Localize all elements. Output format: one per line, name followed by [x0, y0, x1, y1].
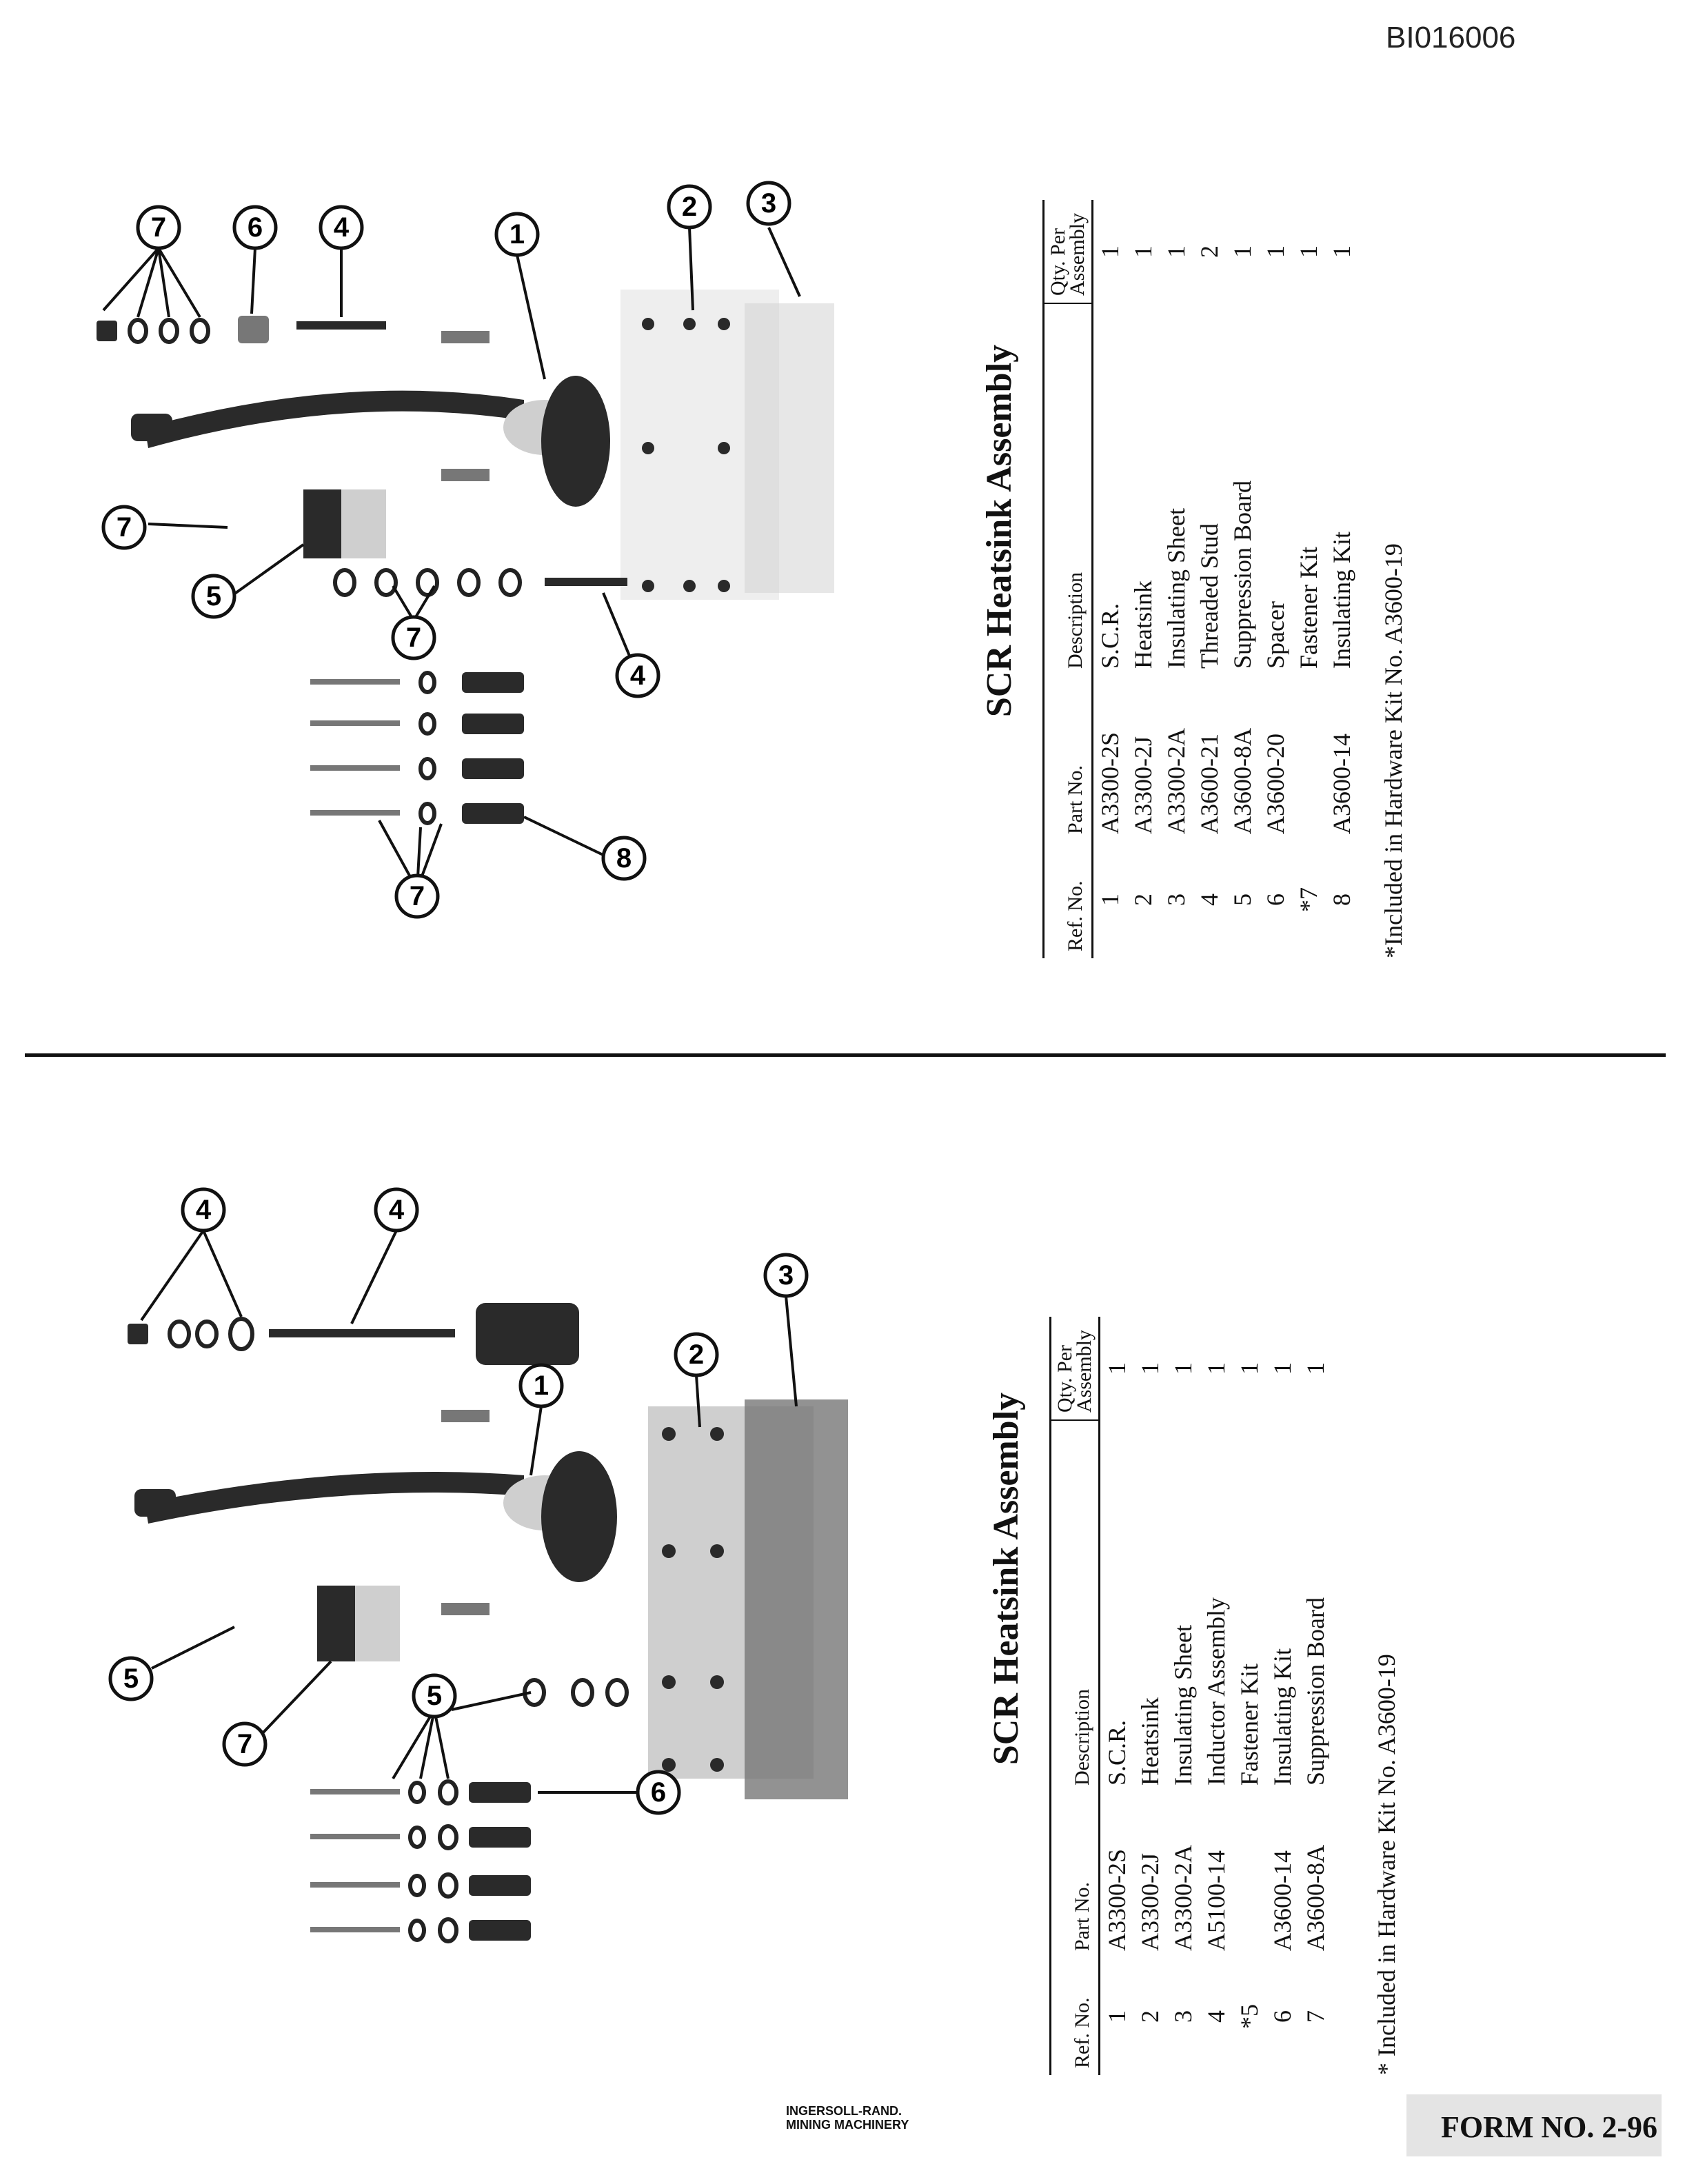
top-header-desc: Description: [1043, 303, 1093, 676]
bottom-header-desc: Description: [1050, 1420, 1100, 1792]
top-title: SCR Heatsink Assembly: [980, 344, 1019, 718]
svg-text:7: 7: [117, 512, 132, 543]
top-insulating-sheet: [745, 303, 834, 593]
svg-text:7: 7: [406, 623, 421, 653]
bottom-screws: [310, 1779, 531, 1943]
bottom-callout-5b: 5: [412, 1673, 457, 1719]
bottom-insulating-sheet: [745, 1399, 848, 1799]
top-screws: [310, 671, 524, 825]
bottom-callout-2: 2: [674, 1332, 719, 1377]
bottom-callout-5a: 5: [108, 1656, 154, 1701]
svg-text:3: 3: [761, 188, 776, 219]
svg-text:7: 7: [237, 1729, 252, 1759]
top-spacer: [238, 316, 269, 343]
bottom-parts-table: Ref. No. Part No. Description Qty. Per A…: [1049, 1317, 1332, 2075]
svg-text:8: 8: [616, 843, 632, 873]
bottom-callout-4a: 4: [181, 1187, 226, 1233]
top-callout-4a: 4: [319, 205, 364, 250]
top-suppression-board: [303, 489, 386, 558]
svg-text:7: 7: [151, 212, 166, 243]
top-callout-1: 1: [494, 212, 540, 257]
top-callout-6: 6: [232, 205, 278, 250]
bottom-parts-panel: SCR Heatsink Assembly Ref. No. Part No. …: [986, 1082, 1413, 2075]
top-exploded-diagram: 7 6 4 1 2 3 7 5 7 4 7 8: [97, 181, 834, 919]
top-threaded-stud: [296, 321, 386, 330]
bottom-callout-7: 7: [222, 1721, 268, 1767]
top-callout-7b: 7: [101, 505, 147, 550]
svg-text:4: 4: [389, 1195, 405, 1225]
svg-text:6: 6: [248, 212, 263, 243]
bottom-header-qty: Qty. Per Assembly: [1050, 1317, 1100, 1420]
bottom-callout-4b: 4: [374, 1187, 419, 1233]
bottom-suppression-board: [317, 1586, 400, 1661]
document-id: BI016006: [1386, 21, 1516, 54]
top-header-ref: Ref. No.: [1043, 841, 1093, 958]
bottom-callout-6: 6: [636, 1770, 681, 1815]
svg-text:4: 4: [630, 660, 646, 691]
svg-text:1: 1: [534, 1371, 549, 1401]
bottom-callout-3: 3: [763, 1253, 809, 1298]
bottom-header-ref: Ref. No.: [1050, 1958, 1100, 2075]
form-number: FORM NO. 2-96: [1441, 2110, 1658, 2144]
svg-text:5: 5: [427, 1681, 442, 1711]
top-callout-8: 8: [601, 836, 647, 881]
svg-text:7: 7: [410, 881, 425, 911]
svg-text:2: 2: [689, 1339, 704, 1370]
top-header-part: Part No.: [1043, 676, 1093, 841]
top-callout-3: 3: [746, 181, 791, 226]
top-callout-2: 2: [667, 184, 712, 230]
logo-line1: INGERSOLL-RAND.: [786, 2104, 902, 2118]
svg-text:3: 3: [778, 1260, 794, 1291]
bottom-inductor: [128, 1303, 579, 1365]
bottom-exploded-diagram: 4 4 1 2 3 5 7 5 6: [108, 1187, 848, 1943]
form-number-box: FORM NO. 2-96: [1406, 2094, 1662, 2156]
bottom-hardware-note: * Included in Hardware Kit No. A3600-19: [1373, 1654, 1400, 2075]
top-parts-panel: SCR Heatsink Assembly Ref. No. Part No. …: [979, 103, 1407, 958]
top-scr: [131, 331, 610, 507]
top-parts-table: Ref. No. Part No. Description Qty. Per A…: [1042, 200, 1358, 958]
bottom-header-part: Part No.: [1050, 1792, 1100, 1958]
svg-text:4: 4: [196, 1195, 212, 1225]
svg-text:5: 5: [206, 581, 221, 611]
svg-text:4: 4: [334, 212, 350, 243]
svg-text:5: 5: [123, 1664, 139, 1694]
svg-text:1: 1: [509, 219, 525, 250]
company-logo: INGERSOLL-RAND. MINING MACHINERY: [786, 2104, 909, 2132]
top-fastener-stack: [97, 318, 210, 344]
svg-text:2: 2: [682, 192, 697, 222]
top-callout-7c: 7: [391, 615, 436, 660]
logo-line2: MINING MACHINERY: [786, 2118, 909, 2132]
bottom-scr: [134, 1410, 617, 1615]
svg-text:6: 6: [651, 1777, 666, 1808]
top-callout-7d: 7: [394, 873, 440, 919]
bottom-fastener-stack: [523, 1678, 629, 1707]
top-callout-7a: 7: [136, 205, 181, 250]
top-lower-washers: [333, 568, 627, 597]
top-header-qty: Qty. Per Assembly: [1043, 200, 1093, 303]
top-callout-5: 5: [191, 574, 236, 619]
section-divider: [25, 1053, 1666, 1057]
bottom-title: SCR Heatsink Assembly: [987, 1392, 1026, 1766]
top-hardware-note: *Included in Hardware Kit No. A3600-19: [1380, 543, 1407, 958]
top-callout-4b: 4: [615, 653, 660, 698]
bottom-callout-1: 1: [518, 1363, 564, 1408]
